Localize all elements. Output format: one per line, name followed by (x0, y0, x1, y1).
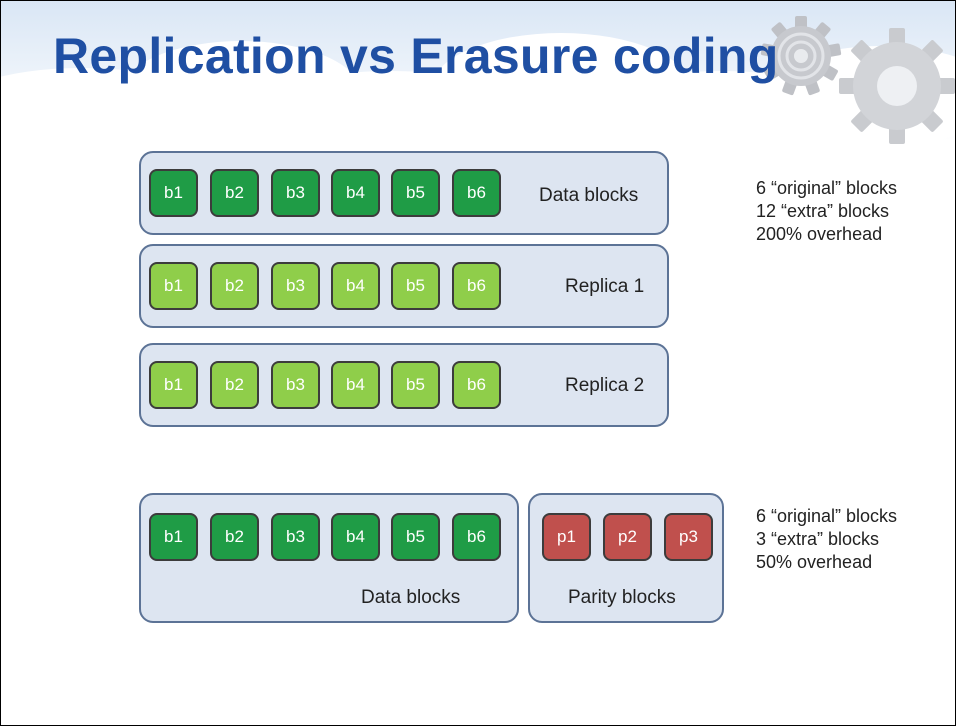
replica-2-block-b1: b1 (149, 361, 198, 409)
replication-extra-count: 12 “extra” blocks (756, 201, 890, 221)
erasure-data-block-b3: b3 (271, 513, 320, 561)
data-block-b2: b2 (210, 169, 259, 217)
gears-icon (760, 16, 955, 144)
parity-blocks-label: Parity blocks (568, 587, 676, 608)
data-blocks-label: Data blocks (539, 185, 639, 206)
replica-1-block-b6: b6 (452, 262, 501, 310)
data-block-b3: b3 (271, 169, 320, 217)
erasure-data-block-b1: b1 (149, 513, 198, 561)
replication-original-count: 6 “original” blocks (756, 178, 898, 198)
erasure-original-count: 6 “original” blocks (756, 506, 898, 526)
slide-title: Replication vs Erasure coding (53, 28, 779, 84)
parity-block-p1: p1 (542, 513, 591, 561)
erasure-data-block-b4: b4 (331, 513, 380, 561)
data-block-b1: b1 (149, 169, 198, 217)
erasure-data-panel: b1 b2 b3 b4 b5 b6 Data blocks (139, 493, 519, 623)
replica-1-block-b3: b3 (271, 262, 320, 310)
replica-1-panel: b1 b2 b3 b4 b5 b6 Replica 1 (139, 244, 669, 328)
replica-1-block-b4: b4 (331, 262, 380, 310)
erasure-data-label: Data blocks (361, 587, 461, 608)
replica-2-block-b3: b3 (271, 361, 320, 409)
data-block-b5: b5 (391, 169, 440, 217)
erasure-overhead-stats: 6 “original” blocks 3 “extra” blocks 50%… (756, 505, 897, 574)
replication-overhead-stats: 6 “original” blocks 12 “extra” blocks 20… (756, 177, 897, 246)
parity-blocks-panel: p1 p2 p3 Parity blocks (528, 493, 724, 623)
data-block-b4: b4 (331, 169, 380, 217)
erasure-data-block-b2: b2 (210, 513, 259, 561)
data-blocks-panel: b1 b2 b3 b4 b5 b6 Data blocks (139, 151, 669, 235)
replica-2-block-b6: b6 (452, 361, 501, 409)
replica-1-block-b5: b5 (391, 262, 440, 310)
replica-2-label: Replica 2 (565, 375, 645, 396)
erasure-data-block-b5: b5 (391, 513, 440, 561)
replica-2-panel: b1 b2 b3 b4 b5 b6 Replica 2 (139, 343, 669, 427)
replica-2-block-b2: b2 (210, 361, 259, 409)
replica-2-block-b5: b5 (391, 361, 440, 409)
erasure-extra-count: 3 “extra” blocks (756, 529, 880, 549)
replica-1-label: Replica 1 (565, 276, 645, 297)
parity-block-p2: p2 (603, 513, 652, 561)
replica-1-block-b2: b2 (210, 262, 259, 310)
erasure-overhead-value: 50% overhead (756, 552, 873, 572)
replica-2-block-b4: b4 (331, 361, 380, 409)
replication-overhead-value: 200% overhead (756, 224, 883, 244)
erasure-data-block-b6: b6 (452, 513, 501, 561)
parity-block-p3: p3 (664, 513, 713, 561)
replica-1-block-b1: b1 (149, 262, 198, 310)
data-block-b6: b6 (452, 169, 501, 217)
